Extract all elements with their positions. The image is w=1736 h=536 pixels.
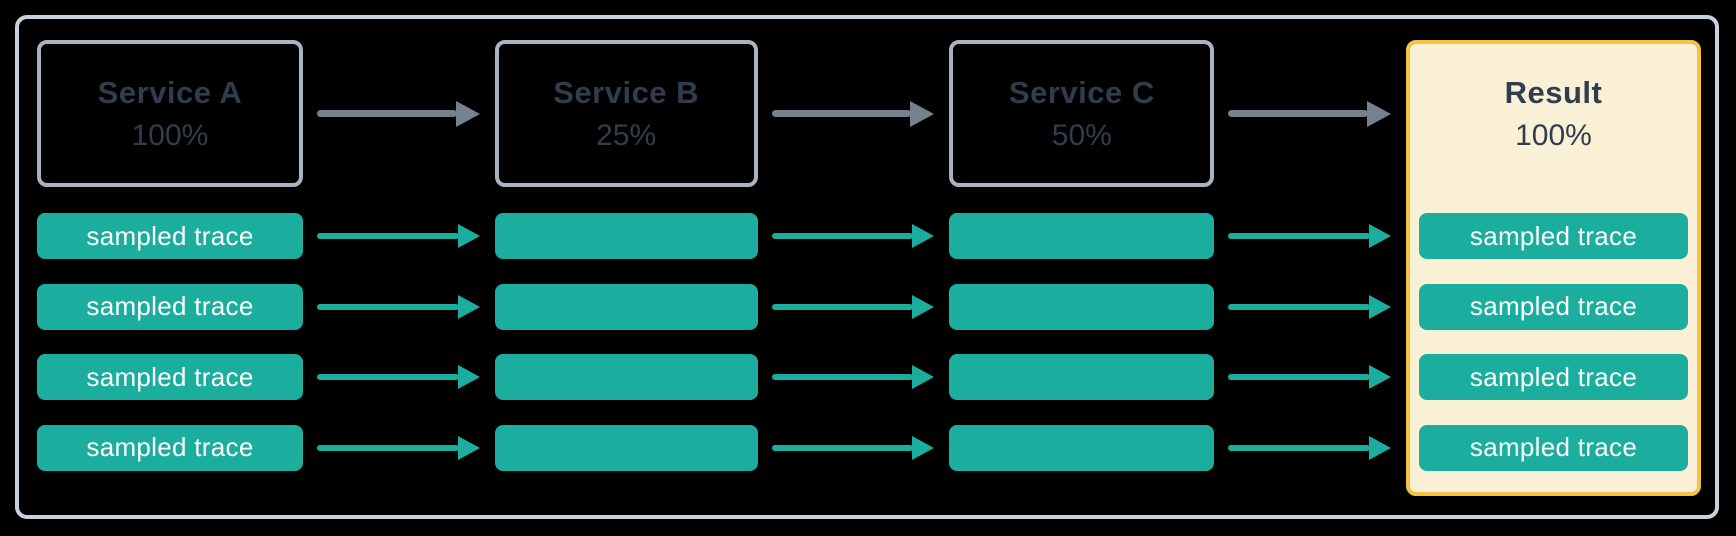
sampled-trace-pill: sampled trace	[1419, 354, 1688, 401]
sampled-trace-pill: sampled trace	[37, 283, 303, 330]
trace-bar	[494, 213, 758, 260]
sampled-trace-pill: sampled trace	[1419, 213, 1688, 260]
result-percentage: 100%	[1515, 118, 1592, 152]
arrow-line	[771, 444, 914, 451]
sampled-trace-pill: sampled trace	[37, 354, 303, 401]
service-c-title: Service C	[1008, 74, 1155, 110]
trace-bar	[949, 213, 1215, 260]
trace-bar	[949, 283, 1215, 330]
arrow-head	[1369, 435, 1391, 460]
arrow-right-icon	[303, 40, 495, 187]
arrow-head	[457, 365, 480, 390]
service-a-box: Service A 100%	[37, 40, 303, 187]
service-b-box: Service B 25%	[494, 40, 758, 187]
arrow-head	[1369, 294, 1391, 319]
sampled-trace-pill: sampled trace	[37, 424, 303, 471]
arrow-right-icon	[1214, 342, 1406, 413]
arrow-right-icon	[758, 413, 950, 484]
arrow-right-icon	[1214, 413, 1406, 484]
arrow-line	[1228, 233, 1370, 240]
arrow-right-icon	[303, 342, 495, 413]
arrow-line	[771, 303, 914, 310]
arrow-right-icon	[758, 40, 950, 187]
arrow-line	[1228, 110, 1368, 117]
arrow-line	[317, 303, 459, 310]
arrow-head	[457, 224, 480, 249]
arrow-head	[910, 100, 935, 127]
service-b-percentage: 25%	[596, 118, 657, 152]
arrow-line	[1228, 303, 1370, 310]
trace-bar	[494, 283, 758, 330]
result-title-block: Result 100%	[1406, 40, 1701, 187]
trace-bar	[949, 354, 1215, 401]
arrow-head	[455, 100, 480, 127]
arrow-line	[771, 233, 914, 240]
arrow-head	[457, 294, 480, 319]
arrow-head	[912, 294, 935, 319]
arrow-line	[1228, 444, 1370, 451]
result-box	[1406, 40, 1701, 496]
service-a-title: Service A	[97, 74, 243, 110]
trace-bar	[494, 354, 758, 401]
service-c-percentage: 50%	[1051, 118, 1112, 152]
arrow-head	[1369, 365, 1391, 390]
arrow-right-icon	[303, 201, 495, 272]
sampled-trace-pill: sampled trace	[37, 213, 303, 260]
arrow-head	[912, 365, 935, 390]
arrow-right-icon	[1214, 201, 1406, 272]
arrow-line	[317, 110, 457, 117]
arrow-head	[912, 224, 935, 249]
arrow-right-icon	[758, 342, 950, 413]
arrow-line	[771, 110, 912, 117]
arrow-right-icon	[758, 201, 950, 272]
service-b-title: Service B	[553, 74, 700, 110]
arrow-line	[317, 374, 459, 381]
arrow-line	[771, 374, 914, 381]
trace-bar	[949, 424, 1215, 471]
arrow-head	[1369, 224, 1391, 249]
trace-bar	[494, 424, 758, 471]
arrow-line	[317, 444, 459, 451]
service-c-box: Service C 50%	[949, 40, 1215, 187]
result-title: Result	[1504, 74, 1603, 110]
flow-grid: Service A 100% Service B 25% Service C 5…	[37, 40, 1701, 496]
arrow-right-icon	[1214, 272, 1406, 343]
arrow-line	[1228, 374, 1370, 381]
arrow-right-icon	[1214, 40, 1406, 187]
sampling-flow-diagram: Service A 100% Service B 25% Service C 5…	[15, 15, 1719, 519]
sampled-trace-pill: sampled trace	[1419, 283, 1688, 330]
arrow-right-icon	[303, 413, 495, 484]
arrow-right-icon	[303, 272, 495, 343]
arrow-head	[457, 435, 480, 460]
arrow-head	[1367, 100, 1391, 127]
sampled-trace-pill: sampled trace	[1419, 424, 1688, 471]
arrow-head	[912, 435, 935, 460]
arrow-right-icon	[758, 272, 950, 343]
service-a-percentage: 100%	[131, 118, 209, 152]
arrow-line	[317, 233, 459, 240]
